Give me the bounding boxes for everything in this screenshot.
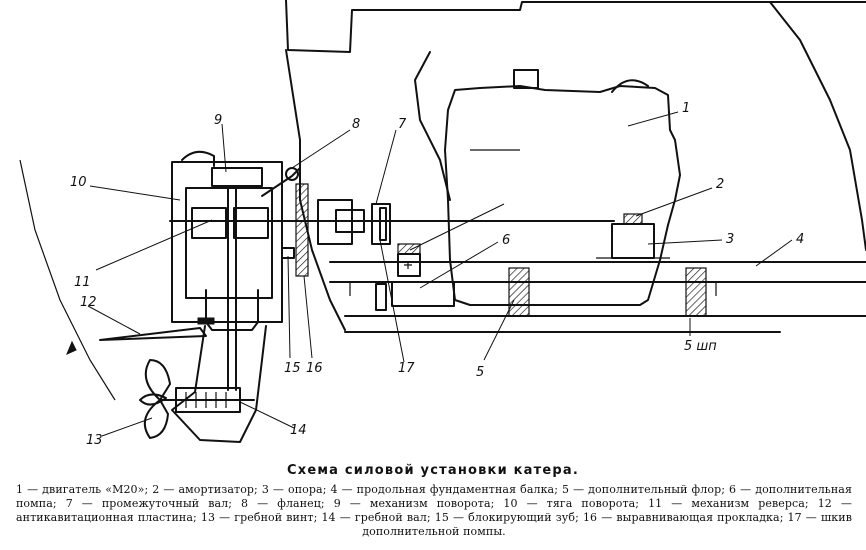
anti-cavitation-plate xyxy=(99,327,207,341)
callout-15: 15 xyxy=(284,361,301,376)
frame-spacing-label: 5 шп xyxy=(684,339,717,354)
callout-5: 5 xyxy=(476,365,484,380)
callout-14: 14 xyxy=(290,423,307,438)
callout-6: 6 xyxy=(502,233,510,248)
propeller xyxy=(139,359,171,439)
callout-9: 9 xyxy=(214,113,222,128)
intermediate-shaft xyxy=(169,199,615,245)
stern-drive xyxy=(171,150,301,443)
callout-4: 4 xyxy=(796,232,804,247)
callout-17: 17 xyxy=(398,361,415,376)
leader-lines xyxy=(87,111,793,437)
callout-12: 12 xyxy=(80,295,97,310)
figure-title: Схема силовой установки катера. xyxy=(287,463,579,478)
callout-3: 3 xyxy=(726,232,734,247)
callout-16: 16 xyxy=(306,361,323,376)
engine-m20 xyxy=(444,69,681,306)
callout-8: 8 xyxy=(352,117,360,132)
leveling-pad xyxy=(281,183,309,277)
propeller-shaft xyxy=(159,387,255,413)
callout-13: 13 xyxy=(86,433,103,448)
callout-10: 10 xyxy=(70,175,87,190)
callout-7: 7 xyxy=(398,117,407,132)
figure-legend: 1 — двигатель «М20»; 2 — амортизатор; 3 … xyxy=(16,483,852,538)
foundation-beam xyxy=(329,261,866,333)
power-plant-diagram: 1 2 3 4 5 6 7 8 9 10 11 12 13 14 15 16 1… xyxy=(19,0,866,448)
callout-2: 2 xyxy=(716,177,724,192)
callouts: 1 2 3 4 5 6 7 8 9 10 11 12 13 14 15 16 1… xyxy=(70,101,804,448)
shock-absorber xyxy=(596,213,670,259)
callout-11: 11 xyxy=(74,275,91,290)
callout-1: 1 xyxy=(682,101,690,116)
hull-outline xyxy=(19,0,866,401)
auxiliary-pump xyxy=(375,243,455,311)
